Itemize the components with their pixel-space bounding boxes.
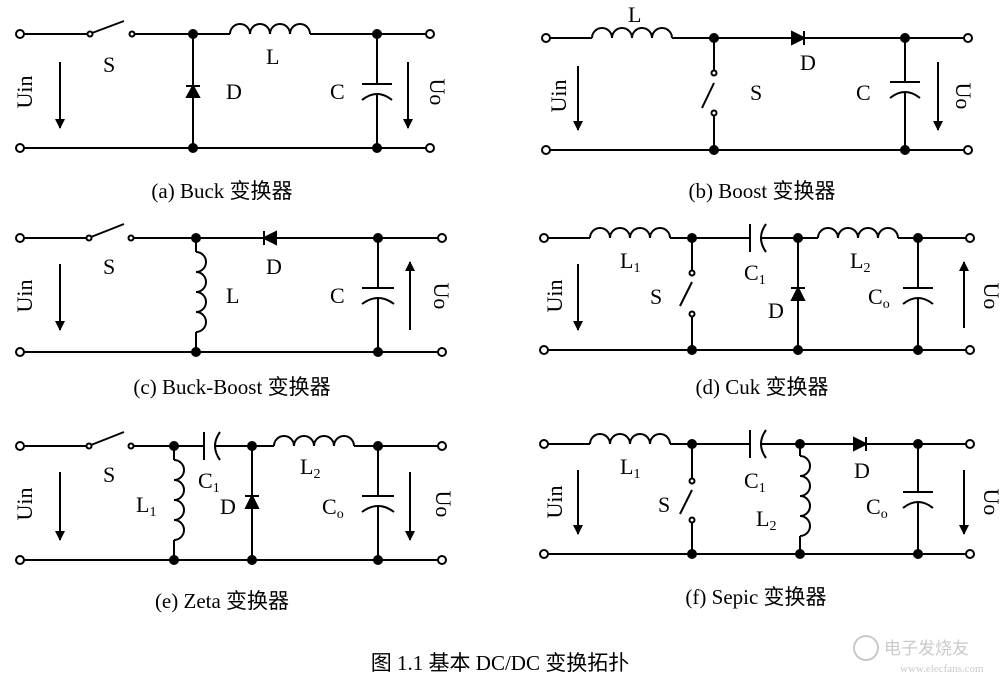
label-l: L bbox=[266, 44, 279, 69]
caption-boost: (b) Boost 变换器 bbox=[689, 179, 836, 203]
switch-s bbox=[90, 431, 125, 446]
switch-s bbox=[679, 489, 693, 515]
terminal-out-bottom bbox=[425, 143, 435, 153]
terminal-out-top bbox=[425, 29, 435, 39]
label-uin: Uin bbox=[542, 486, 567, 519]
switch-s bbox=[701, 82, 715, 109]
caption-sepic: (f) Sepic 变换器 bbox=[685, 585, 826, 609]
label-l1: L1 bbox=[620, 248, 640, 276]
label-uo: Uo bbox=[979, 283, 1002, 310]
watermark-logo: 电子发烧友 www.elecfans.com bbox=[853, 635, 984, 675]
label-s: S bbox=[658, 492, 670, 517]
inductor-l2 bbox=[273, 435, 355, 447]
label-l1: L1 bbox=[136, 492, 156, 520]
inductor-l2 bbox=[817, 227, 899, 239]
label-co: Co bbox=[868, 284, 890, 312]
diode-d bbox=[185, 83, 201, 98]
inductor-l bbox=[591, 27, 673, 39]
label-uo: Uo bbox=[429, 283, 454, 310]
diode-d bbox=[790, 285, 806, 301]
label-s: S bbox=[103, 254, 115, 279]
label-c: C bbox=[330, 283, 345, 308]
terminal-in-bottom bbox=[15, 143, 25, 153]
label-l2: L2 bbox=[850, 248, 870, 276]
inductor-l bbox=[195, 251, 207, 333]
circuit-zeta bbox=[15, 431, 447, 565]
label-c: C bbox=[330, 79, 345, 104]
label-l: L bbox=[226, 283, 239, 308]
label-uin: Uin bbox=[12, 488, 37, 521]
terminal-in-top bbox=[15, 29, 25, 39]
switch-s bbox=[679, 281, 693, 307]
label-uin: Uin bbox=[12, 280, 37, 313]
label-d: D bbox=[854, 458, 870, 483]
caption-buck: (a) Buck 变换器 bbox=[151, 179, 292, 203]
inductor-l bbox=[229, 23, 311, 35]
inductor-l1 bbox=[589, 433, 671, 445]
label-l2: L2 bbox=[756, 506, 776, 534]
diode-d bbox=[791, 30, 807, 46]
switch-s bbox=[91, 20, 125, 34]
diode-d bbox=[244, 493, 260, 509]
label-uo: Uo bbox=[431, 491, 456, 518]
label-uo: Uo bbox=[979, 489, 1002, 516]
label-uo: Uo bbox=[951, 83, 976, 110]
label-d: D bbox=[220, 494, 236, 519]
switch-s bbox=[90, 223, 125, 238]
inductor-l2 bbox=[799, 455, 811, 537]
label-l2: L2 bbox=[300, 454, 320, 482]
diode-d bbox=[261, 230, 277, 246]
label-uin: Uin bbox=[546, 80, 571, 113]
label-c: C bbox=[856, 80, 871, 105]
label-d: D bbox=[768, 298, 784, 323]
label-uo: Uo bbox=[425, 79, 450, 106]
circuit-buck bbox=[15, 20, 435, 153]
label-d: D bbox=[226, 79, 242, 104]
circuit-sepic bbox=[539, 429, 975, 559]
label-l1: L1 bbox=[620, 454, 640, 482]
caption-buck-boost: (c) Buck-Boost 变换器 bbox=[133, 375, 330, 399]
circuit-cuk bbox=[539, 223, 975, 355]
label-co: Co bbox=[322, 494, 344, 522]
label-uin: Uin bbox=[12, 76, 37, 109]
label-l: L bbox=[628, 2, 641, 27]
inductor-l1 bbox=[173, 459, 185, 541]
svg-text:电子发烧友: 电子发烧友 bbox=[884, 639, 969, 658]
inductor-l1 bbox=[589, 227, 671, 239]
diode-d bbox=[853, 436, 869, 452]
circuit-buck-boost bbox=[15, 223, 447, 357]
label-s: S bbox=[103, 462, 115, 487]
label-c1: C1 bbox=[744, 260, 766, 288]
label-d: D bbox=[800, 50, 816, 75]
caption-cuk: (d) Cuk 变换器 bbox=[696, 375, 829, 399]
label-c1: C1 bbox=[198, 468, 220, 496]
figure-caption: 图 1.1 基本 DC/DC 变换拓扑 bbox=[371, 651, 629, 675]
label-c1: C1 bbox=[744, 468, 766, 496]
caption-zeta: (e) Zeta 变换器 bbox=[155, 589, 289, 613]
circuit-boost bbox=[541, 27, 973, 155]
label-co: Co bbox=[866, 494, 888, 522]
label-uin: Uin bbox=[542, 280, 567, 313]
label-d: D bbox=[266, 254, 282, 279]
label-s: S bbox=[650, 284, 662, 309]
label-s: S bbox=[103, 52, 115, 77]
svg-text:www.elecfans.com: www.elecfans.com bbox=[900, 663, 984, 675]
label-s: S bbox=[750, 80, 762, 105]
